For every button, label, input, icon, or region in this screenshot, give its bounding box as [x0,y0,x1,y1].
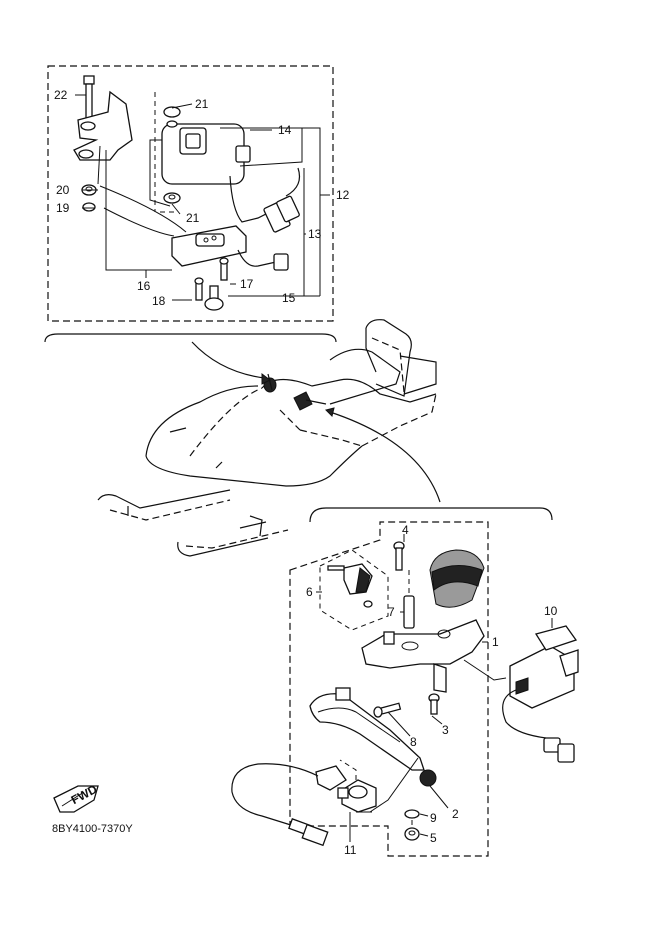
screw-18 [194,277,204,301]
upper-inset [44,65,337,343]
callout-20: 20 [56,183,70,197]
snowmobile-outline [97,319,441,557]
callout-1: 1 [492,635,499,649]
switch-base-16 [171,225,247,267]
screw-3 [428,693,440,715]
lower-inset [231,507,579,857]
washer-9 [404,809,420,819]
callout-12: 12 [336,188,350,202]
callout-14: 14 [278,123,292,137]
connector-13 [263,195,300,233]
nut-5 [404,827,420,841]
callout-21-bottom: 21 [186,211,200,225]
callout-9: 9 [430,811,437,825]
nut-21-top [163,106,181,128]
callout-11: 11 [344,843,357,857]
bolt-4 [393,541,405,571]
lower-inset-bracket [309,507,553,523]
pointer-arrow-upper [191,341,265,379]
switch-body-14 [149,123,251,207]
mounting-bracket [73,90,133,161]
callout-7: 7 [388,605,395,619]
throttle-lever-2 [309,687,437,787]
fwd-arrow-icon: FWD [53,782,100,813]
nut-21-bottom [163,192,181,204]
diagram-code: 8BY4100-7370Y [52,823,133,835]
callout-21-top: 21 [195,97,209,111]
screw-8 [373,702,402,718]
spacer-7 [403,570,415,629]
callout-15: 15 [282,291,296,305]
grip-cover [429,549,485,608]
callout-17: 17 [240,277,254,291]
callout-2: 2 [452,807,459,821]
callout-22: 22 [54,88,68,102]
upper-inset-frame [47,65,334,322]
callout-4: 4 [402,523,409,537]
callout-10: 10 [544,604,558,618]
base-wire [237,249,277,267]
screw-17 [219,257,229,281]
switch-marker-right [293,391,327,411]
throttle-sensor-11 [315,759,377,813]
bolt-22 [83,75,95,119]
callout-5: 5 [430,831,437,845]
upper-inset-bracket [44,333,337,343]
pointer-arrow-lower [329,411,441,503]
control-unit-10 [509,625,579,709]
control-unit-wire [502,689,547,739]
lower-inset-frame [289,521,489,857]
screw-15 [204,285,224,311]
callout-3: 3 [442,723,449,737]
callout-6: 6 [306,585,313,599]
sensor-connector [288,818,329,847]
kill-switch-6 [327,563,373,608]
control-unit-connector [543,737,575,763]
washer-19 [82,202,96,212]
callout-13: 13 [308,227,322,241]
throttle-housing-1 [361,619,485,693]
subassembly-6-frame [319,549,389,631]
base-connector [273,253,289,271]
callout-19: 19 [56,201,70,215]
sensor-cable [231,763,319,827]
callout-18: 18 [152,294,166,308]
callout-16: 16 [137,279,151,293]
wire-harness-13 [229,175,282,223]
callout-8: 8 [410,735,417,749]
